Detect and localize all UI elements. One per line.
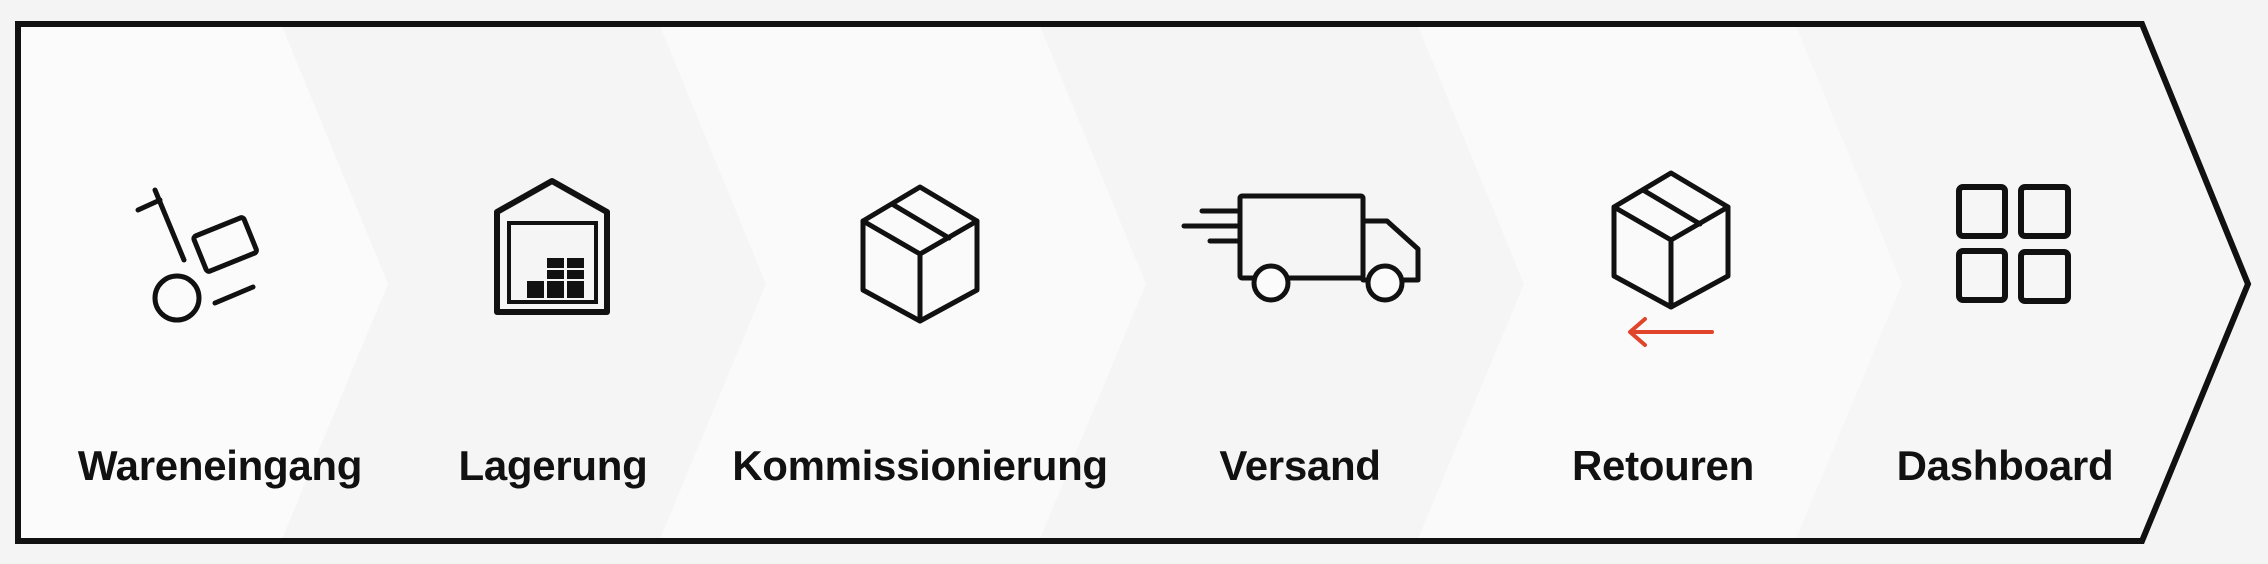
step-label-wareneingang: Wareneingang	[77, 442, 363, 489]
step-label-lagerung: Lagerung	[458, 442, 648, 489]
step-label-dashboard: Dashboard	[1896, 442, 2114, 489]
step-label-kommissionierung: Kommissionierung	[732, 442, 1108, 489]
warehouse-icon	[494, 178, 610, 315]
hand-truck-icon	[135, 187, 259, 323]
chevron-band-3	[660, 26, 1146, 539]
step-label-retouren: Retouren	[1572, 442, 1754, 489]
return-arrow-icon	[1628, 317, 1714, 347]
step-label-versand: Versand	[1219, 442, 1381, 489]
delivery-truck-icon	[1181, 193, 1421, 303]
flow-frame-outline	[15, 21, 2252, 544]
chevron-band-5	[1418, 26, 1902, 539]
package-icon	[860, 184, 980, 324]
chevron-band-2	[282, 26, 766, 539]
dashboard-grid-icon	[1956, 184, 2071, 304]
package-return-icon	[1611, 170, 1731, 310]
chevron-band-1	[20, 26, 388, 539]
